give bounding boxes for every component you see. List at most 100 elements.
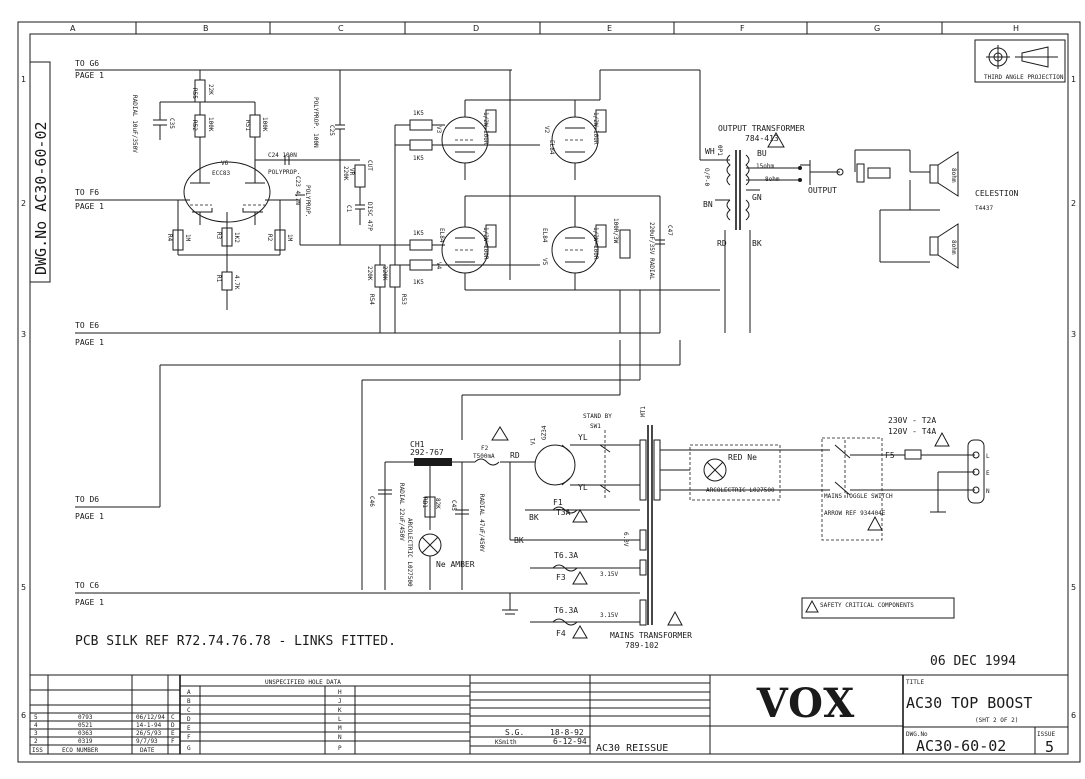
offpage-to: TO G6	[75, 59, 99, 68]
hole-right: L	[338, 716, 342, 723]
speaker-model: T4437	[975, 205, 993, 212]
fuse-f2-label: F2	[481, 445, 489, 452]
gz34-label: GZ34	[541, 425, 548, 440]
fuse-230v: 230V - T2A	[888, 416, 936, 425]
harness	[159, 333, 681, 590]
r51-value: 100K	[261, 117, 268, 132]
issue-change: E	[171, 730, 175, 737]
power-tubes: 1K5 1K5 1K5 1K5 V3 V2 EL84 V4 EL84 V5 EL…	[394, 69, 720, 333]
screen-resistor: 1/2W 100R	[592, 112, 599, 145]
mains-tx-title: MAINS TRANSFORMER	[610, 631, 692, 640]
c1-label: C1	[345, 205, 352, 213]
offpage-page: PAGE 1	[75, 338, 104, 347]
grid-col-label: B	[203, 24, 209, 33]
c46-label: C46	[368, 496, 375, 507]
v6-type: ECC83	[212, 170, 230, 177]
issue-date: 06/12/94	[136, 714, 165, 721]
c23-type: POLYPROP.	[304, 185, 311, 218]
date-header: DATE	[140, 747, 155, 754]
r55-label: R55	[191, 88, 198, 99]
c23-label: C23 4.7N	[294, 176, 301, 205]
offpage-to: TO F6	[75, 188, 99, 197]
model-name: AC30 REISSUE	[596, 743, 668, 754]
offpage-to: TO E6	[75, 321, 99, 330]
r55-value: 22K	[207, 84, 214, 95]
hole-left: F	[187, 734, 191, 741]
grid-row-label: 1	[1071, 75, 1076, 84]
wire-yl: YL	[578, 483, 588, 492]
column-grid: A B C D E F G H	[70, 22, 1019, 34]
grid-col-label: F	[740, 24, 745, 33]
arcolectric-label: ARCOLECTRIC L027500	[406, 518, 413, 587]
choke-icon	[414, 458, 452, 466]
fuse-f4-label: F4	[556, 629, 566, 638]
projection-label: THIRD ANGLE PROJECTION	[984, 74, 1064, 81]
ot-wire-rd: RD	[717, 239, 727, 248]
heater-3v15: 3.15V	[600, 571, 618, 578]
choke-part: 292-767	[410, 448, 444, 457]
vr-label: VR	[348, 168, 355, 176]
r52-label: R52	[191, 120, 198, 131]
eco-header: ECO NUMBER	[62, 747, 99, 754]
r1-value: 4.7K	[233, 275, 240, 290]
safety-note: SAFETY CRITICAL COMPONENTS	[801, 597, 955, 619]
ot-wire-op1: 0P1	[716, 145, 723, 156]
issue-num: 2	[34, 738, 38, 745]
fuse-f1-value: T3A	[556, 508, 571, 517]
c1-value: DISC 47P	[366, 202, 373, 231]
speaker-imp: 8ohm	[950, 168, 957, 183]
issue-header: ISSUE	[1037, 731, 1055, 738]
c46-value: RADIAL 22uF/450V	[398, 483, 405, 541]
r53-label: R53	[400, 294, 407, 305]
rb1-value: 82K	[434, 498, 441, 509]
v2-label: V2	[543, 126, 550, 134]
issue-date: 9/7/93	[136, 738, 158, 745]
v3-label: V3	[435, 126, 442, 134]
grid-stopper-label: 1K5	[413, 279, 424, 286]
grid-col-label: C	[338, 24, 344, 33]
v6-label: V6	[221, 160, 229, 167]
issue-num: 5	[34, 714, 38, 721]
fuse-t63a: T6.3A	[554, 551, 578, 560]
ot-tap-15: 15ohm	[756, 163, 774, 170]
cathode-resistor: 100R/3W	[612, 218, 619, 244]
v4-label: V4	[435, 262, 442, 270]
r54-value: 220K	[366, 266, 373, 281]
hole-right: N	[338, 734, 342, 741]
grid-row-label: 5	[1071, 583, 1076, 592]
projection-symbol: THIRD ANGLE PROJECTION	[974, 39, 1066, 83]
offpage-page: PAGE 1	[75, 202, 104, 211]
ot-wire-bk: BK	[752, 239, 762, 248]
c25-value: POLYPROP. 100N	[312, 97, 319, 148]
hole-left: A	[187, 689, 191, 696]
grid-col-label: A	[70, 24, 76, 33]
ot-wire-bu: BU	[757, 149, 767, 158]
grid-row-label: 2	[21, 199, 26, 208]
offpage-page: PAGE 1	[75, 598, 104, 607]
hole-left: B	[187, 698, 191, 705]
wire-yl: YL	[578, 433, 588, 442]
drawn-by: S.G.	[505, 728, 524, 737]
screen-resistor: 1/2W 100R	[482, 227, 489, 260]
title-block: 5 0793 06/12/94 C 4 0521 14-1-94 D 3 036…	[30, 674, 1068, 756]
issue-num: 4	[34, 722, 38, 729]
output-transformer: OUTPUT TRANSFORMER 784-413 WH 0P1 O/P-0 …	[700, 124, 940, 333]
issue-number: 5	[1045, 738, 1054, 756]
grid-col-label: D	[473, 24, 479, 33]
arrow-ref: ARROW REF 934404E	[824, 510, 886, 517]
offpage-page: PAGE 1	[75, 71, 104, 80]
mt1-label: MT1	[640, 406, 647, 417]
row-grid: 1 2 3 5 6 1 2 3 5 6	[21, 75, 1076, 720]
ot-wire-bn: BN	[703, 200, 713, 209]
vr-value: 220K	[342, 166, 349, 181]
fuse-f2-value: T500mA	[473, 453, 495, 460]
r4-label: R4	[166, 234, 173, 242]
ot-title: OUTPUT TRANSFORMER	[718, 124, 805, 133]
heater-6v3: 6.3V	[622, 532, 629, 547]
rgrid-value: 220K	[381, 266, 388, 281]
c25-label: C25	[328, 125, 335, 136]
hole-right: J	[338, 698, 342, 705]
inlet-e: E	[986, 470, 990, 477]
fuse-icon	[904, 449, 922, 460]
v5-type: EL84	[541, 228, 548, 243]
